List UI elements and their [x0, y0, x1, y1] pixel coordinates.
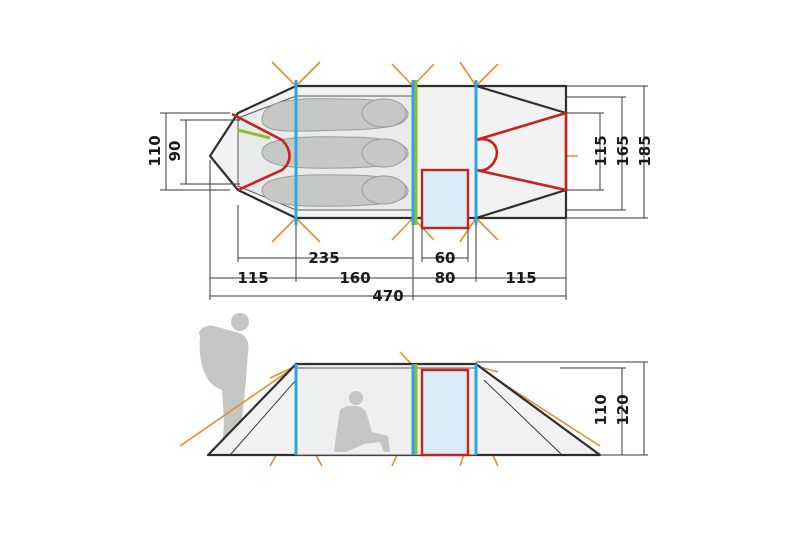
- dim-seg-4: 115: [505, 269, 536, 287]
- side-door: [420, 168, 470, 230]
- rear-entrance-arc: [231, 112, 291, 192]
- dim-right-a: 115: [592, 135, 610, 166]
- dim-inner-length: 235: [308, 249, 339, 267]
- dim-seg-3: 80: [435, 269, 456, 287]
- dim-total-length: 470: [372, 287, 403, 305]
- dim-height-a: 110: [592, 394, 610, 425]
- dim-right-c: 185: [636, 135, 654, 166]
- dim-door-width: 60: [435, 249, 456, 267]
- side-view: 110 120: [179, 313, 648, 467]
- sleeping-bags: [261, 98, 409, 207]
- side-front-seam: [483, 379, 563, 456]
- sleeping-bag-3-hood: [361, 175, 407, 205]
- dim-seg-2: 160: [339, 269, 370, 287]
- top-dimension-lines: [160, 85, 648, 300]
- sitting-person-silhouette: [334, 391, 390, 452]
- dim-right-b: 165: [614, 135, 632, 166]
- dim-side-b: 90: [166, 141, 184, 162]
- sleeping-bag-1-hood: [361, 98, 407, 128]
- sleeping-bag-2-hood: [361, 138, 407, 168]
- dim-seg-1: 115: [237, 269, 268, 287]
- hiker-standing-silhouette: [199, 313, 249, 455]
- dim-side-a: 110: [146, 135, 164, 166]
- side-rear-seam: [229, 379, 297, 456]
- side-view-door: [420, 368, 470, 457]
- dim-height-b: 120: [614, 394, 632, 425]
- side-dimension-lines: [476, 361, 648, 456]
- top-view: 110 90 235 60 115 160 80 115 470 115 165…: [146, 61, 654, 305]
- top-pole-rear-green: [237, 128, 271, 140]
